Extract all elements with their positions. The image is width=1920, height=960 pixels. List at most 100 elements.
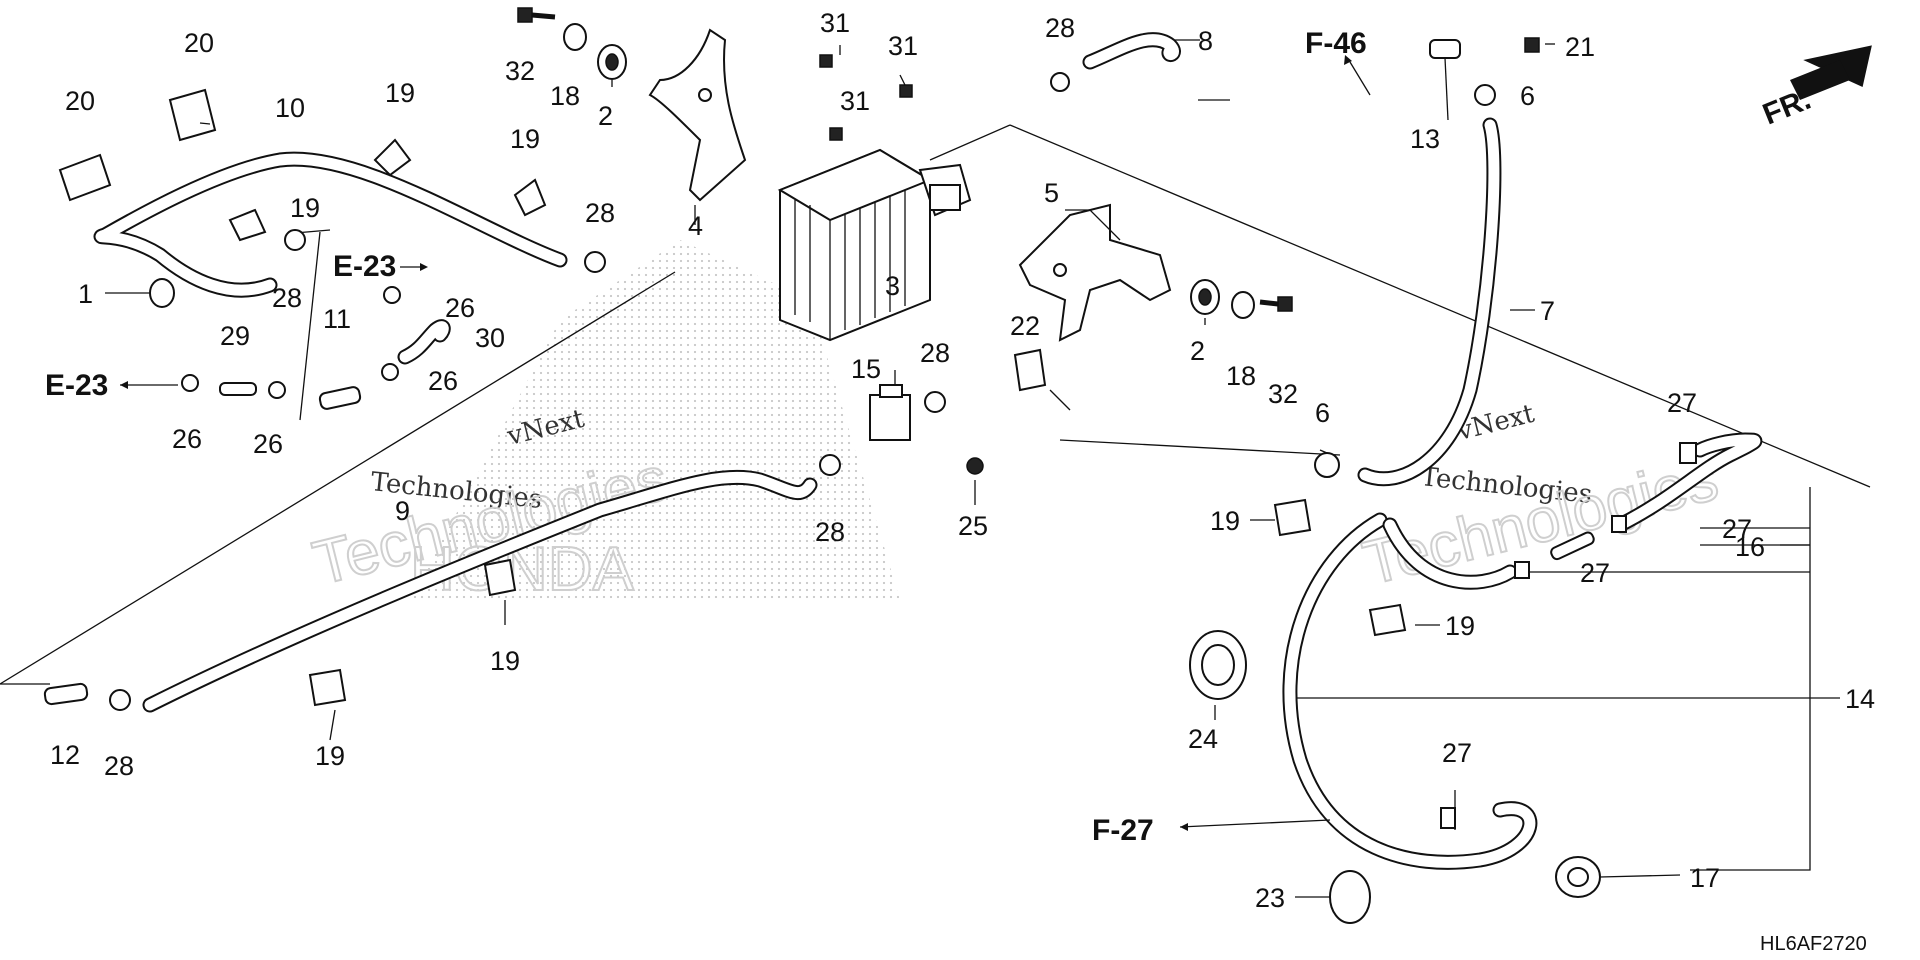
band-28b [584,251,606,273]
callout-24: 24 [1188,724,1218,754]
canister-port [929,184,961,211]
ref-e23-upper: E-23 [333,250,396,283]
clip-20b [58,153,112,202]
callout-28c: 28 [272,283,302,313]
callout-17: 17 [1690,863,1720,893]
callout-20b: 20 [65,86,95,116]
reference-arrows [120,45,1872,831]
callout-27b: 27 [1722,514,1752,544]
callout-28e: 28 [815,517,845,547]
callout-29: 29 [220,321,250,351]
callout-32b: 32 [1268,379,1298,409]
callout-28f: 28 [104,751,134,781]
callout-31a: 31 [820,8,850,38]
callout-27a: 27 [1667,388,1697,418]
callout-19e: 19 [315,741,345,771]
guide-line-2 [1009,124,1871,488]
callout-23: 23 [1255,883,1285,913]
callout-28d: 28 [920,338,950,368]
clip-27c [1514,561,1530,579]
clip-27d [1440,807,1456,829]
guide-line-5 [299,231,321,421]
bracket-5 [1018,203,1172,342]
callout-9: 9 [395,496,410,526]
callout-18a: 18 [550,81,580,111]
callout-8: 8 [1198,26,1213,56]
clip-26a [181,374,199,392]
callout-7: 7 [1540,296,1555,326]
callout-3: 3 [885,271,900,301]
clip-26b [268,381,286,399]
brackets [648,28,1172,342]
callout-27d: 27 [1442,738,1472,768]
callout-26b: 26 [428,366,458,396]
ref-e23-left: E-23 [45,369,108,402]
clip-27b [1611,515,1627,533]
callout-31c: 31 [840,86,870,116]
callout-28b: 28 [585,198,615,228]
arrow-f46 [1349,61,1371,96]
guide-line-3 [929,124,1011,161]
small-parts [43,7,1697,924]
band-28d [924,391,946,413]
diagram-code: HL6AF2720 [1760,933,1867,955]
callout-19b: 19 [510,124,540,154]
bolt-32b [1277,296,1293,312]
callout-2b: 2 [1190,336,1205,366]
guide-line-6 [1059,439,1341,456]
callout-6a: 6 [1520,81,1535,111]
callout-12: 12 [50,740,80,770]
callout-31b: 31 [888,31,918,61]
washer-18a [563,23,587,51]
callout-25: 25 [958,511,988,541]
callout-11: 11 [323,304,351,334]
reference-labels: E-23 E-23 F-46 F-27 FR. HL6AF2720 [45,27,1867,955]
callout-26d: 26 [253,429,283,459]
bolt-31c [829,127,843,141]
callout-13: 13 [1410,124,1440,154]
washer-18b [1231,291,1255,319]
bolt-31a [819,54,833,68]
bracket-4 [648,28,747,202]
callout-5: 5 [1044,178,1059,208]
callout-2a: 2 [598,101,613,131]
bolt-25 [966,457,984,475]
leader-lines [105,39,1810,898]
callout-26a: 26 [445,293,475,323]
guide-line-1 [0,271,676,685]
callout-21: 21 [1565,32,1595,62]
ref-f46: F-46 [1305,27,1367,60]
callout-1: 1 [78,279,93,309]
clip-20a [168,88,217,142]
arrow-f27 [1179,819,1331,828]
bolt-32a [517,7,533,23]
guide-line-bracket [1690,487,1811,871]
callout-15: 15 [851,354,881,384]
callout-32a: 32 [505,56,535,86]
band-28a [1050,72,1070,92]
callout-labels: 1 2 2 3 4 5 6 6 7 8 9 10 11 12 13 14 15 … [50,8,1875,913]
callout-26c: 26 [172,424,202,454]
callout-18b: 18 [1226,361,1256,391]
clamp-22 [1013,348,1047,392]
callout-27c: 27 [1580,558,1610,588]
canister-assembly [777,148,972,342]
callout-10: 10 [275,93,305,123]
clip-1 [149,278,175,308]
bolt-31b [899,84,913,98]
pipe-29 [219,382,257,396]
callout-19d: 19 [490,646,520,676]
callout-19f: 19 [1210,506,1240,536]
bolt-21 [1524,37,1540,53]
callout-4: 4 [688,211,703,241]
valve-15 [869,394,911,441]
joint-13 [1429,39,1461,59]
clamp-19e [308,668,347,707]
band-28e [819,454,841,476]
callout-19c: 19 [290,193,320,223]
joint-12 [43,682,89,706]
watermark-wing-pattern [410,240,900,600]
clip-26c [381,363,399,381]
clamp-19d [483,558,517,597]
